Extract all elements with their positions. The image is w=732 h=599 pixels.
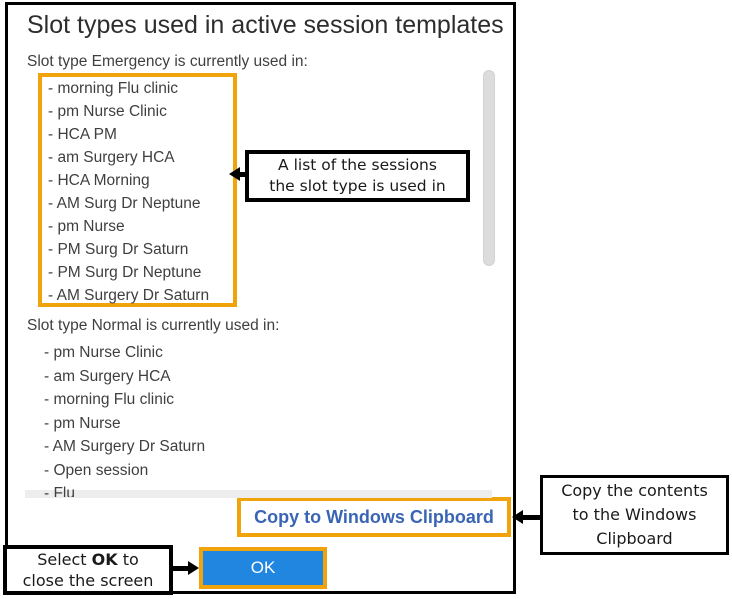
callout-copy-line2: to the Windows (572, 505, 697, 524)
list-item: - AM Surgery Dr Saturn (48, 287, 210, 304)
dialog-title: Slot types used in active session templa… (27, 11, 504, 39)
list-item: - pm Nurse Clinic (44, 344, 163, 361)
slot-types-dialog: Slot types used in active session templa… (5, 2, 516, 594)
list-item: - Flu (44, 485, 75, 497)
list-item: - HCA Morning (48, 172, 150, 189)
list-item: - AM Surgery Dr Saturn (44, 438, 206, 455)
list-item: - am Surgery HCA (44, 367, 171, 385)
callout-ok-line2: close the screen (22, 571, 154, 590)
copy-to-clipboard-link[interactable]: Copy to Windows Clipboard (254, 506, 494, 527)
arrow-to-ok-button-icon (173, 561, 199, 575)
list-item: - PM Surg Dr Neptune (48, 264, 202, 281)
section-label-normal: Slot type Normal is currently used in: (27, 317, 280, 334)
list-item: - morning Flu clinic (48, 80, 179, 97)
callout-session-list-line1: A list of the sessions (278, 156, 437, 174)
list-item: - pm Nurse (48, 218, 125, 235)
list-item: - pm Nurse Clinic (48, 103, 167, 120)
callout-copy-line1: Copy the contents (561, 481, 708, 500)
arrowhead-right-icon (188, 561, 199, 575)
arrowhead-left-icon (512, 510, 523, 524)
highlight-box-ok-button: OK (199, 547, 327, 589)
list-item: - am Surgery HCA (48, 149, 175, 166)
section-label-emergency: Slot type Emergency is currently used in… (27, 53, 308, 70)
list-item: - morning Flu clinic (44, 391, 175, 408)
callout-copy-line3: Clipboard (596, 529, 673, 548)
vertical-scrollbar-thumb[interactable] (483, 70, 495, 266)
highlight-box-session-list (38, 73, 237, 307)
emergency-session-list: - morning Flu clinic - pm Nurse Clinic - H… (48, 77, 228, 307)
list-item: - AM Surg Dr Neptune (48, 195, 201, 212)
normal-session-list: - pm Nurse Clinic - am Surgery HCA - morni… (44, 341, 484, 497)
callout-select-ok: Select OK to close the screen (3, 545, 173, 595)
callout-copy-clipboard: Copy the contents to the Windows Clipboa… (540, 475, 729, 555)
horizontal-scrollbar-track[interactable] (25, 490, 492, 498)
callout-ok-line1: Select OK to (37, 550, 139, 569)
list-item: - PM Surg Dr Saturn (48, 241, 189, 258)
highlight-box-copy-link: Copy to Windows Clipboard (237, 497, 511, 537)
arrow-to-session-list-icon (229, 167, 249, 181)
callout-session-list-line2: the slot type is used in (269, 177, 446, 195)
arrowhead-left-icon (229, 167, 240, 181)
list-item: - pm Nurse (44, 414, 121, 432)
list-item: - Open session (44, 461, 149, 479)
arrow-to-copy-link-icon (512, 510, 540, 524)
list-item: - HCA PM (48, 126, 117, 143)
callout-session-list: A list of the sessions the slot type is … (245, 150, 470, 202)
ok-button[interactable]: OK (203, 551, 323, 585)
